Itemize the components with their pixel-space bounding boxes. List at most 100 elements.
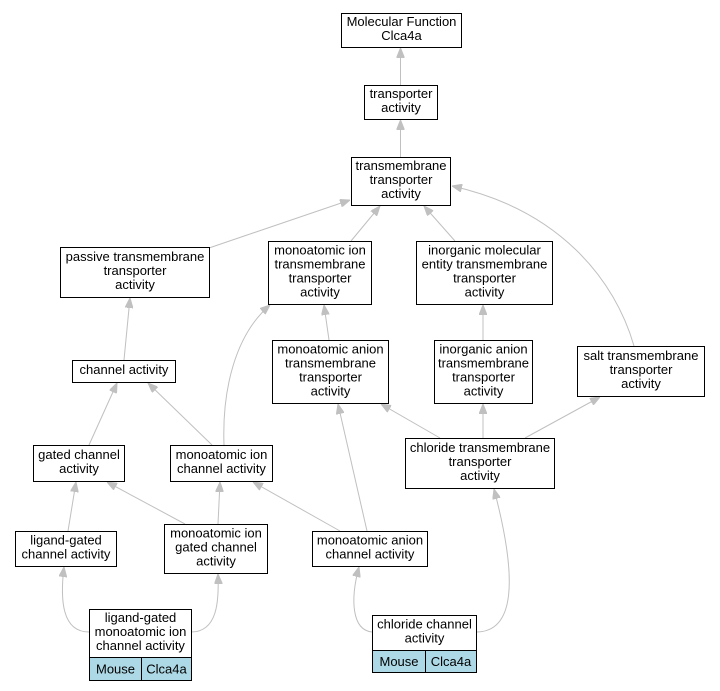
- node-monoatomic-ion-transmembrane-transporter-activity[interactable]: monoatomic iontransmembranetransporterac…: [268, 241, 372, 305]
- node-label-line: channel activity: [80, 362, 169, 377]
- node-box: [341, 13, 462, 48]
- node-chloride-transmembrane-transporter-activity[interactable]: chloride transmembranetransporteractivit…: [405, 438, 555, 489]
- gene-label[interactable]: Clca4a: [146, 662, 187, 677]
- node-monoatomic-anion-transmembrane-transporter-activity[interactable]: monoatomic aniontransmembranetransporter…: [272, 340, 389, 404]
- node-box: [164, 524, 268, 574]
- node-label-line: activity: [405, 631, 445, 646]
- node-label-line: transporter: [452, 370, 516, 385]
- node-label-line: monoatomic anion: [277, 342, 383, 357]
- node-label-line: gated channel: [38, 447, 120, 462]
- node-label-line: transporter: [289, 271, 353, 286]
- node-label-line: transporter: [370, 172, 434, 187]
- node-label-line: chloride transmembrane: [410, 440, 550, 455]
- node-label-line: transmembrane: [355, 158, 446, 173]
- edge-salt-to-transmembrane: [452, 186, 635, 347]
- edge-ligand-gated-monoatomic-to-monoatomic-ion-gated: [190, 574, 218, 633]
- node-box: [33, 445, 125, 482]
- edges: [62, 48, 635, 633]
- node-label-line: activity: [460, 468, 500, 483]
- node-label-line: inorganic molecular: [428, 243, 541, 258]
- node-label-line: transporter: [104, 263, 168, 278]
- edge-gated-to-channel: [88, 383, 117, 446]
- node-box: [15, 531, 117, 567]
- node-label-line: monoatomic anion: [317, 533, 423, 548]
- node-box: [351, 157, 451, 206]
- node-box: [72, 360, 176, 383]
- node-label-line: entity transmembrane: [422, 257, 548, 272]
- organism-label: Mouse: [379, 654, 418, 669]
- edge-monoatomic-anion-channel-to-monoatomic-ion-channel: [253, 482, 341, 532]
- gene-label[interactable]: Clca4a: [431, 654, 472, 669]
- node-box: [364, 85, 438, 120]
- node-box: [577, 346, 705, 397]
- node-label-line: monoatomic ion: [274, 243, 366, 258]
- edge-inorganic-molecular-to-transmembrane: [424, 206, 456, 242]
- node-box: [405, 438, 555, 489]
- node-box: [312, 531, 428, 567]
- node-label-line: transmembrane: [438, 356, 529, 371]
- node-label-line: salt transmembrane: [584, 348, 699, 363]
- node-label-line: transporter: [299, 370, 363, 385]
- node-label-line: activity: [465, 285, 505, 300]
- node-box: [416, 241, 553, 305]
- node-box: [60, 247, 210, 298]
- node-label-line: ligand-gated: [105, 610, 177, 625]
- edge-monoatomic-ion-gated-to-gated: [107, 482, 186, 525]
- node-box: [268, 241, 372, 305]
- node-label-line: transporter: [610, 362, 674, 377]
- node-box: [272, 340, 389, 404]
- node-label-line: activity: [381, 100, 421, 115]
- node-box: [170, 445, 273, 482]
- node-inorganic-anion-transmembrane-transporter-activity[interactable]: inorganic aniontransmembranetransportera…: [434, 340, 533, 404]
- node-channel-activity[interactable]: channel activity: [72, 360, 176, 383]
- node-label-line: activity: [311, 384, 351, 399]
- node-label-line: channel activity: [177, 461, 266, 476]
- edge-passive-to-transmembrane: [208, 200, 350, 249]
- node-label-line: activity: [300, 285, 340, 300]
- organism-label: Mouse: [96, 662, 135, 677]
- node-label-line: channel activity: [326, 547, 415, 562]
- node-label-line: chloride channel: [377, 617, 472, 632]
- node-box: [434, 340, 533, 404]
- node-label-line: inorganic anion: [439, 342, 527, 357]
- edge-monoatomic-ion-gated-to-monoatomic-ion-channel: [218, 482, 220, 525]
- node-label-line: Molecular Function: [347, 14, 457, 29]
- gene-cell[interactable]: [141, 657, 192, 681]
- node-label-line: activity: [464, 384, 504, 399]
- node-label-line: activity: [196, 554, 236, 569]
- node-label-line: transporter: [453, 271, 517, 286]
- edge-channel-to-passive: [123, 298, 130, 361]
- edge-chloride-channel-to-monoatomic-anion-channel: [354, 567, 373, 633]
- node-label-line: channel activity: [22, 547, 111, 562]
- edge-monoatomic-ion-tm-to-transmembrane: [350, 206, 380, 242]
- node-label-line: activity: [621, 376, 661, 391]
- edge-monoatomic-anion-tm-to-monoatomic-ion-tm: [324, 305, 330, 341]
- node-label-line: activity: [115, 277, 155, 292]
- edge-monoatomic-ion-channel-to-channel: [148, 383, 213, 446]
- gene-cell[interactable]: [425, 650, 477, 673]
- edge-ligand-gated-monoatomic-to-ligand-gated: [62, 567, 90, 633]
- node-label-line: activity: [381, 186, 421, 201]
- edge-chloride-tm-to-monoatomic-anion-tm: [381, 404, 441, 439]
- node-label-line: transporter: [449, 454, 513, 469]
- node-label-line: gated channel: [175, 540, 257, 555]
- node-label-line: transporter: [370, 86, 434, 101]
- node-label-line: monoatomic ion: [176, 447, 268, 462]
- edge-monoatomic-anion-channel-to-monoatomic-anion-tm: [338, 404, 368, 532]
- edge-chloride-tm-to-salt: [524, 397, 600, 439]
- node-label-line: transmembrane: [285, 356, 376, 371]
